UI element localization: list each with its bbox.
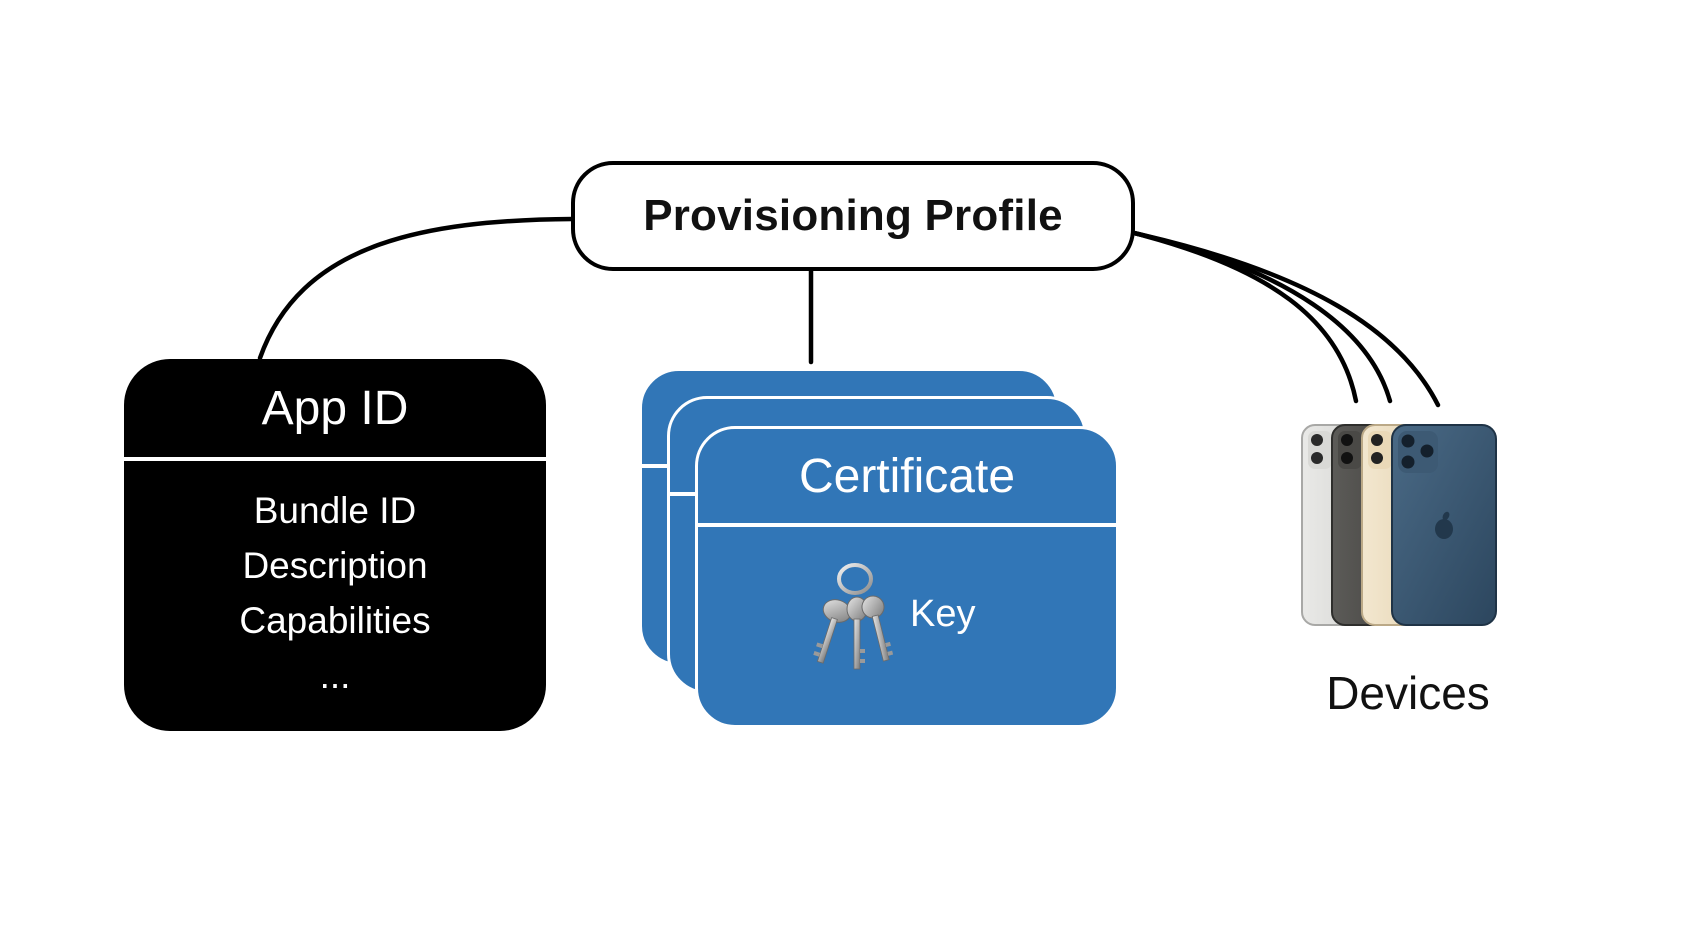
app-id-node: App ID Bundle ID Description Capabilitie… bbox=[124, 359, 546, 731]
key-label: Key bbox=[910, 593, 976, 635]
app-id-field-capabilities: Capabilities bbox=[239, 600, 431, 641]
app-id-field-description: Description bbox=[242, 545, 428, 586]
app-id-field-ellipsis: ... bbox=[319, 655, 351, 696]
connector-profile-to-device-3 bbox=[1131, 230, 1441, 408]
connector-profile-to-app-id bbox=[257, 216, 576, 361]
app-id-title: App ID bbox=[261, 381, 409, 435]
connector-profile-to-device-1 bbox=[1131, 230, 1359, 404]
keys-icon bbox=[813, 563, 894, 670]
devices-label: Devices bbox=[1326, 667, 1490, 719]
provisioning-profile-node: Provisioning Profile bbox=[571, 161, 1135, 271]
iphones-icon bbox=[1301, 424, 1497, 626]
provisioning-profile-title: Provisioning Profile bbox=[643, 191, 1063, 240]
certificate-node: Certificate bbox=[695, 426, 1119, 728]
app-id-field-list: Bundle ID Description Capabilities ... bbox=[124, 483, 546, 703]
app-id-divider bbox=[124, 457, 546, 461]
connector-profile-to-device-2 bbox=[1131, 230, 1393, 404]
certificate-title: Certificate bbox=[798, 449, 1016, 503]
certificate-divider bbox=[698, 523, 1116, 527]
app-id-field-bundle-id: Bundle ID bbox=[253, 490, 417, 531]
